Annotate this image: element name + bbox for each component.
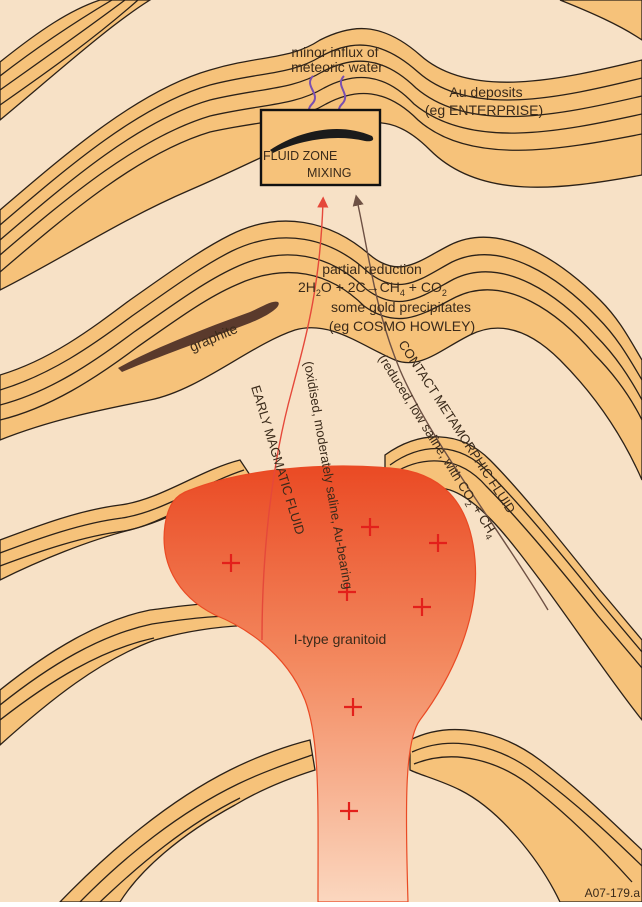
figure-id: A07-179.a <box>585 886 641 900</box>
cosmo-howley-label: (eg COSMO HOWLEY) <box>329 318 475 334</box>
partial-reduction-label: partial reduction <box>322 261 422 277</box>
meteoric-label-1: minor influx of <box>291 44 378 60</box>
meteoric-label-2: meteoric water <box>291 59 383 75</box>
gold-precipitates-label: some gold precipitates <box>331 299 471 315</box>
mixing-label-text: MIXING <box>307 166 351 180</box>
fluid-zone-label: FLUID ZONE <box>263 149 337 163</box>
granitoid-label: I-type granitoid <box>294 631 387 647</box>
au-deposits-label: Au deposits <box>449 84 522 100</box>
enterprise-label: (eg ENTERPRISE) <box>425 102 543 118</box>
